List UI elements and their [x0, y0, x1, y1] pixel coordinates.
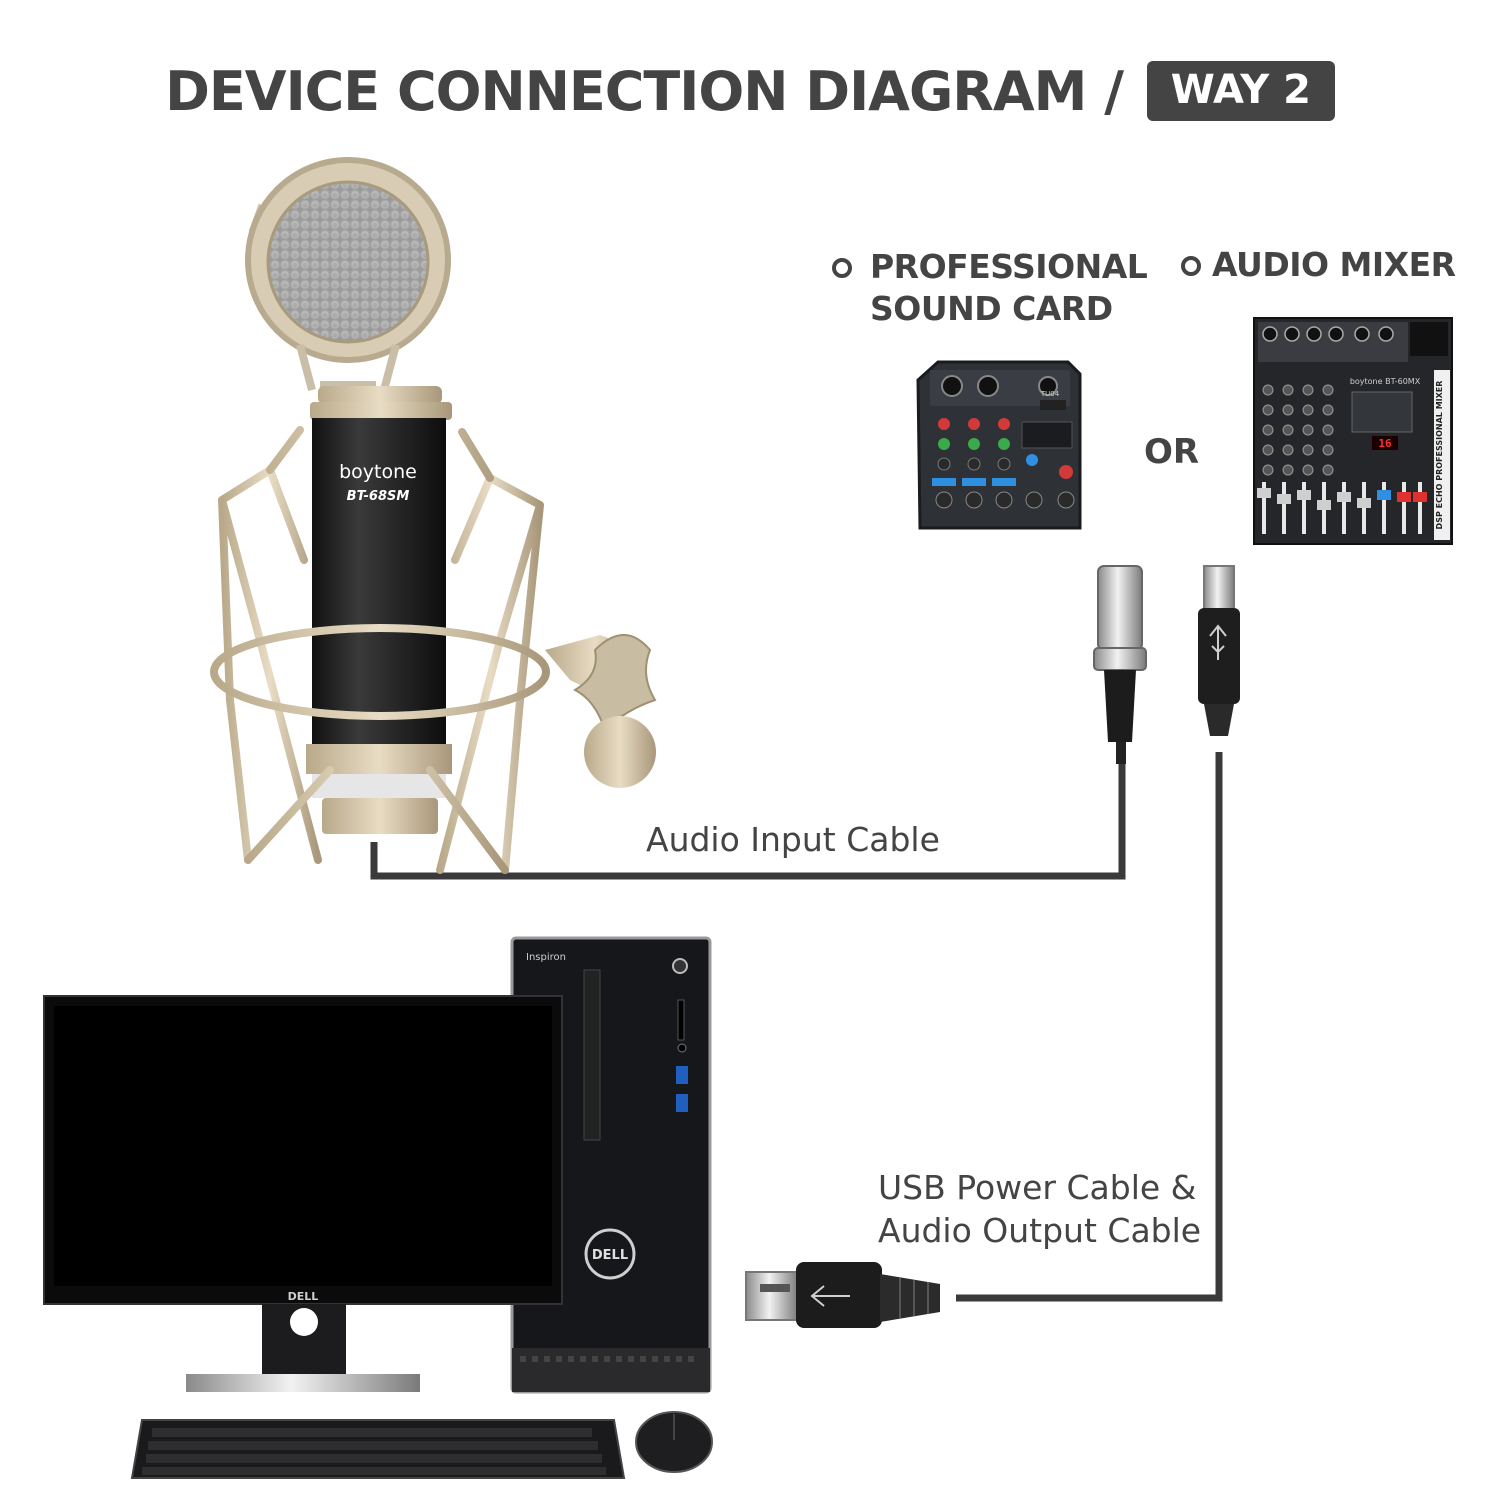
usb-cable-label-line1: USB Power Cable & — [878, 1168, 1197, 1207]
monitor: DELL — [43, 995, 563, 1392]
mixer-brand-text: boytone BT-60MX — [1350, 377, 1421, 386]
audio-input-cable — [370, 762, 1126, 880]
usb-cable-label: USB Power Cable & Audio Output Cable — [878, 1166, 1201, 1252]
sound-card-knobs — [932, 418, 1075, 509]
power-button-icon — [672, 958, 688, 974]
shock-mount — [210, 426, 550, 874]
audio-input-cable-text: Audio Input Cable — [646, 820, 940, 859]
usb-cable-label-line2: Audio Output Cable — [878, 1211, 1202, 1250]
audio-mixer-device: boytone BT-60MX 16 DSP ECHO PROFESSIONAL… — [1253, 317, 1453, 545]
mixer-bullet-icon — [1181, 256, 1201, 276]
sound-card-device: TU04 — [916, 360, 1082, 530]
monitor-logo-text: DELL — [288, 1290, 319, 1303]
sound-card-label-line2: SOUND CARD — [870, 289, 1113, 328]
mount-knob — [545, 634, 657, 788]
usb-b-connector — [1198, 565, 1240, 736]
page-title: DEVICE CONNECTION DIAGRAM / WAY 2 — [0, 56, 1500, 123]
dell-logo-icon — [584, 1228, 636, 1280]
sound-card-brand-text: TU04 — [1040, 390, 1060, 398]
xlr-connector — [1093, 565, 1147, 764]
audio-waveform — [64, 1034, 540, 1256]
or-text: OR — [1144, 432, 1200, 472]
mixer-label: AUDIO MIXER — [1212, 245, 1456, 284]
tower-brand-text: Inspiron — [526, 952, 566, 963]
mixer-knob-grid — [1262, 384, 1334, 476]
mixer-side-text: DSP ECHO PROFESSIONAL MIXER — [1435, 381, 1444, 530]
sound-card-label-line1: PROFESSIONAL — [870, 247, 1148, 286]
mixer-faders — [1257, 482, 1427, 534]
sound-card-label: PROFESSIONAL SOUND CARD — [870, 246, 1148, 330]
keyboard — [130, 1419, 626, 1479]
title-main: DEVICE CONNECTION DIAGRAM / — [165, 59, 1124, 123]
usb-cable — [956, 752, 1223, 1302]
audio-input-cable-label: Audio Input Cable — [646, 818, 940, 861]
usb-a-connector — [745, 1262, 940, 1328]
microphone: boytone BT-68SM — [210, 157, 657, 874]
mixer-display-value: 16 — [1378, 437, 1392, 450]
mic-brand-text: boytone — [339, 461, 417, 483]
mouse — [635, 1411, 713, 1473]
way-badge: WAY 2 — [1146, 61, 1335, 122]
pop-filter — [245, 157, 451, 392]
tower-logo-text: DELL — [592, 1248, 628, 1263]
mic-model-text: BT-68SM — [347, 489, 410, 504]
sound-card-bullet-icon — [832, 258, 852, 278]
